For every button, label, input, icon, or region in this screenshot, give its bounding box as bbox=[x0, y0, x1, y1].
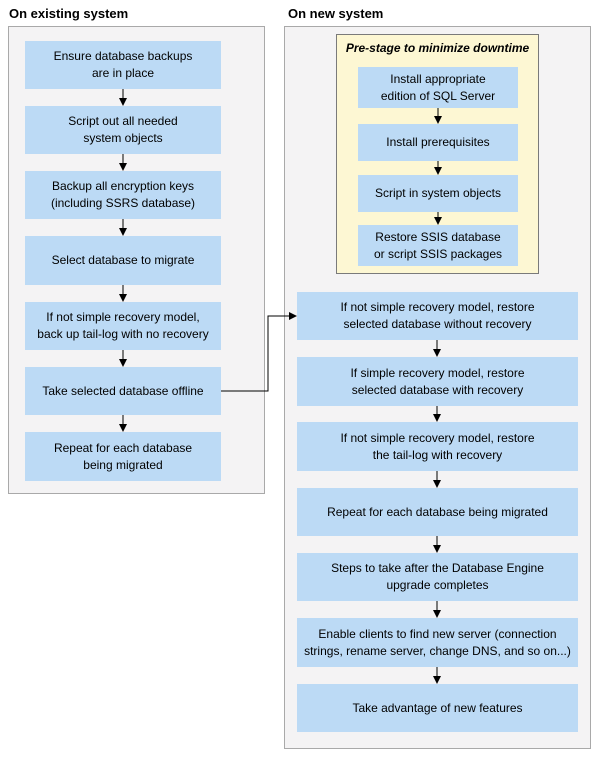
existing-step-script-out-objects: Script out all needed system objects bbox=[25, 106, 221, 154]
existing-step-ensure-backups: Ensure database backups are in place bbox=[25, 41, 221, 89]
prestage-step-restore-ssis: Restore SSIS database or script SSIS pac… bbox=[358, 225, 518, 266]
existing-step-take-offline: Take selected database offline bbox=[25, 367, 221, 415]
existing-step-backup-encryption-keys: Backup all encryption keys (including SS… bbox=[25, 171, 221, 219]
existing-system-heading: On existing system bbox=[9, 6, 129, 21]
new-step-restore-with-recovery: If simple recovery model, restore select… bbox=[297, 357, 578, 406]
existing-step-backup-tail-log: If not simple recovery model, back up ta… bbox=[25, 302, 221, 350]
new-system-heading: On new system bbox=[288, 6, 384, 21]
existing-step-select-database: Select database to migrate bbox=[25, 236, 221, 285]
new-step-restore-without-recovery: If not simple recovery model, restore se… bbox=[297, 292, 578, 340]
existing-step-repeat: Repeat for each database being migrated bbox=[25, 432, 221, 481]
prestage-step-install-sql-server: Install appropriate edition of SQL Serve… bbox=[358, 67, 518, 108]
prestage-step-script-in-system-objects: Script in system objects bbox=[358, 175, 518, 212]
new-step-repeat: Repeat for each database being migrated bbox=[297, 488, 578, 536]
new-step-new-features: Take advantage of new features bbox=[297, 684, 578, 732]
prestage-title: Pre-stage to minimize downtime bbox=[345, 41, 530, 55]
new-step-enable-clients: Enable clients to find new server (conne… bbox=[297, 618, 578, 667]
prestage-step-install-prerequisites: Install prerequisites bbox=[358, 124, 518, 161]
new-step-post-upgrade: Steps to take after the Database Engine … bbox=[297, 553, 578, 601]
new-step-restore-tail-log: If not simple recovery model, restore th… bbox=[297, 422, 578, 471]
